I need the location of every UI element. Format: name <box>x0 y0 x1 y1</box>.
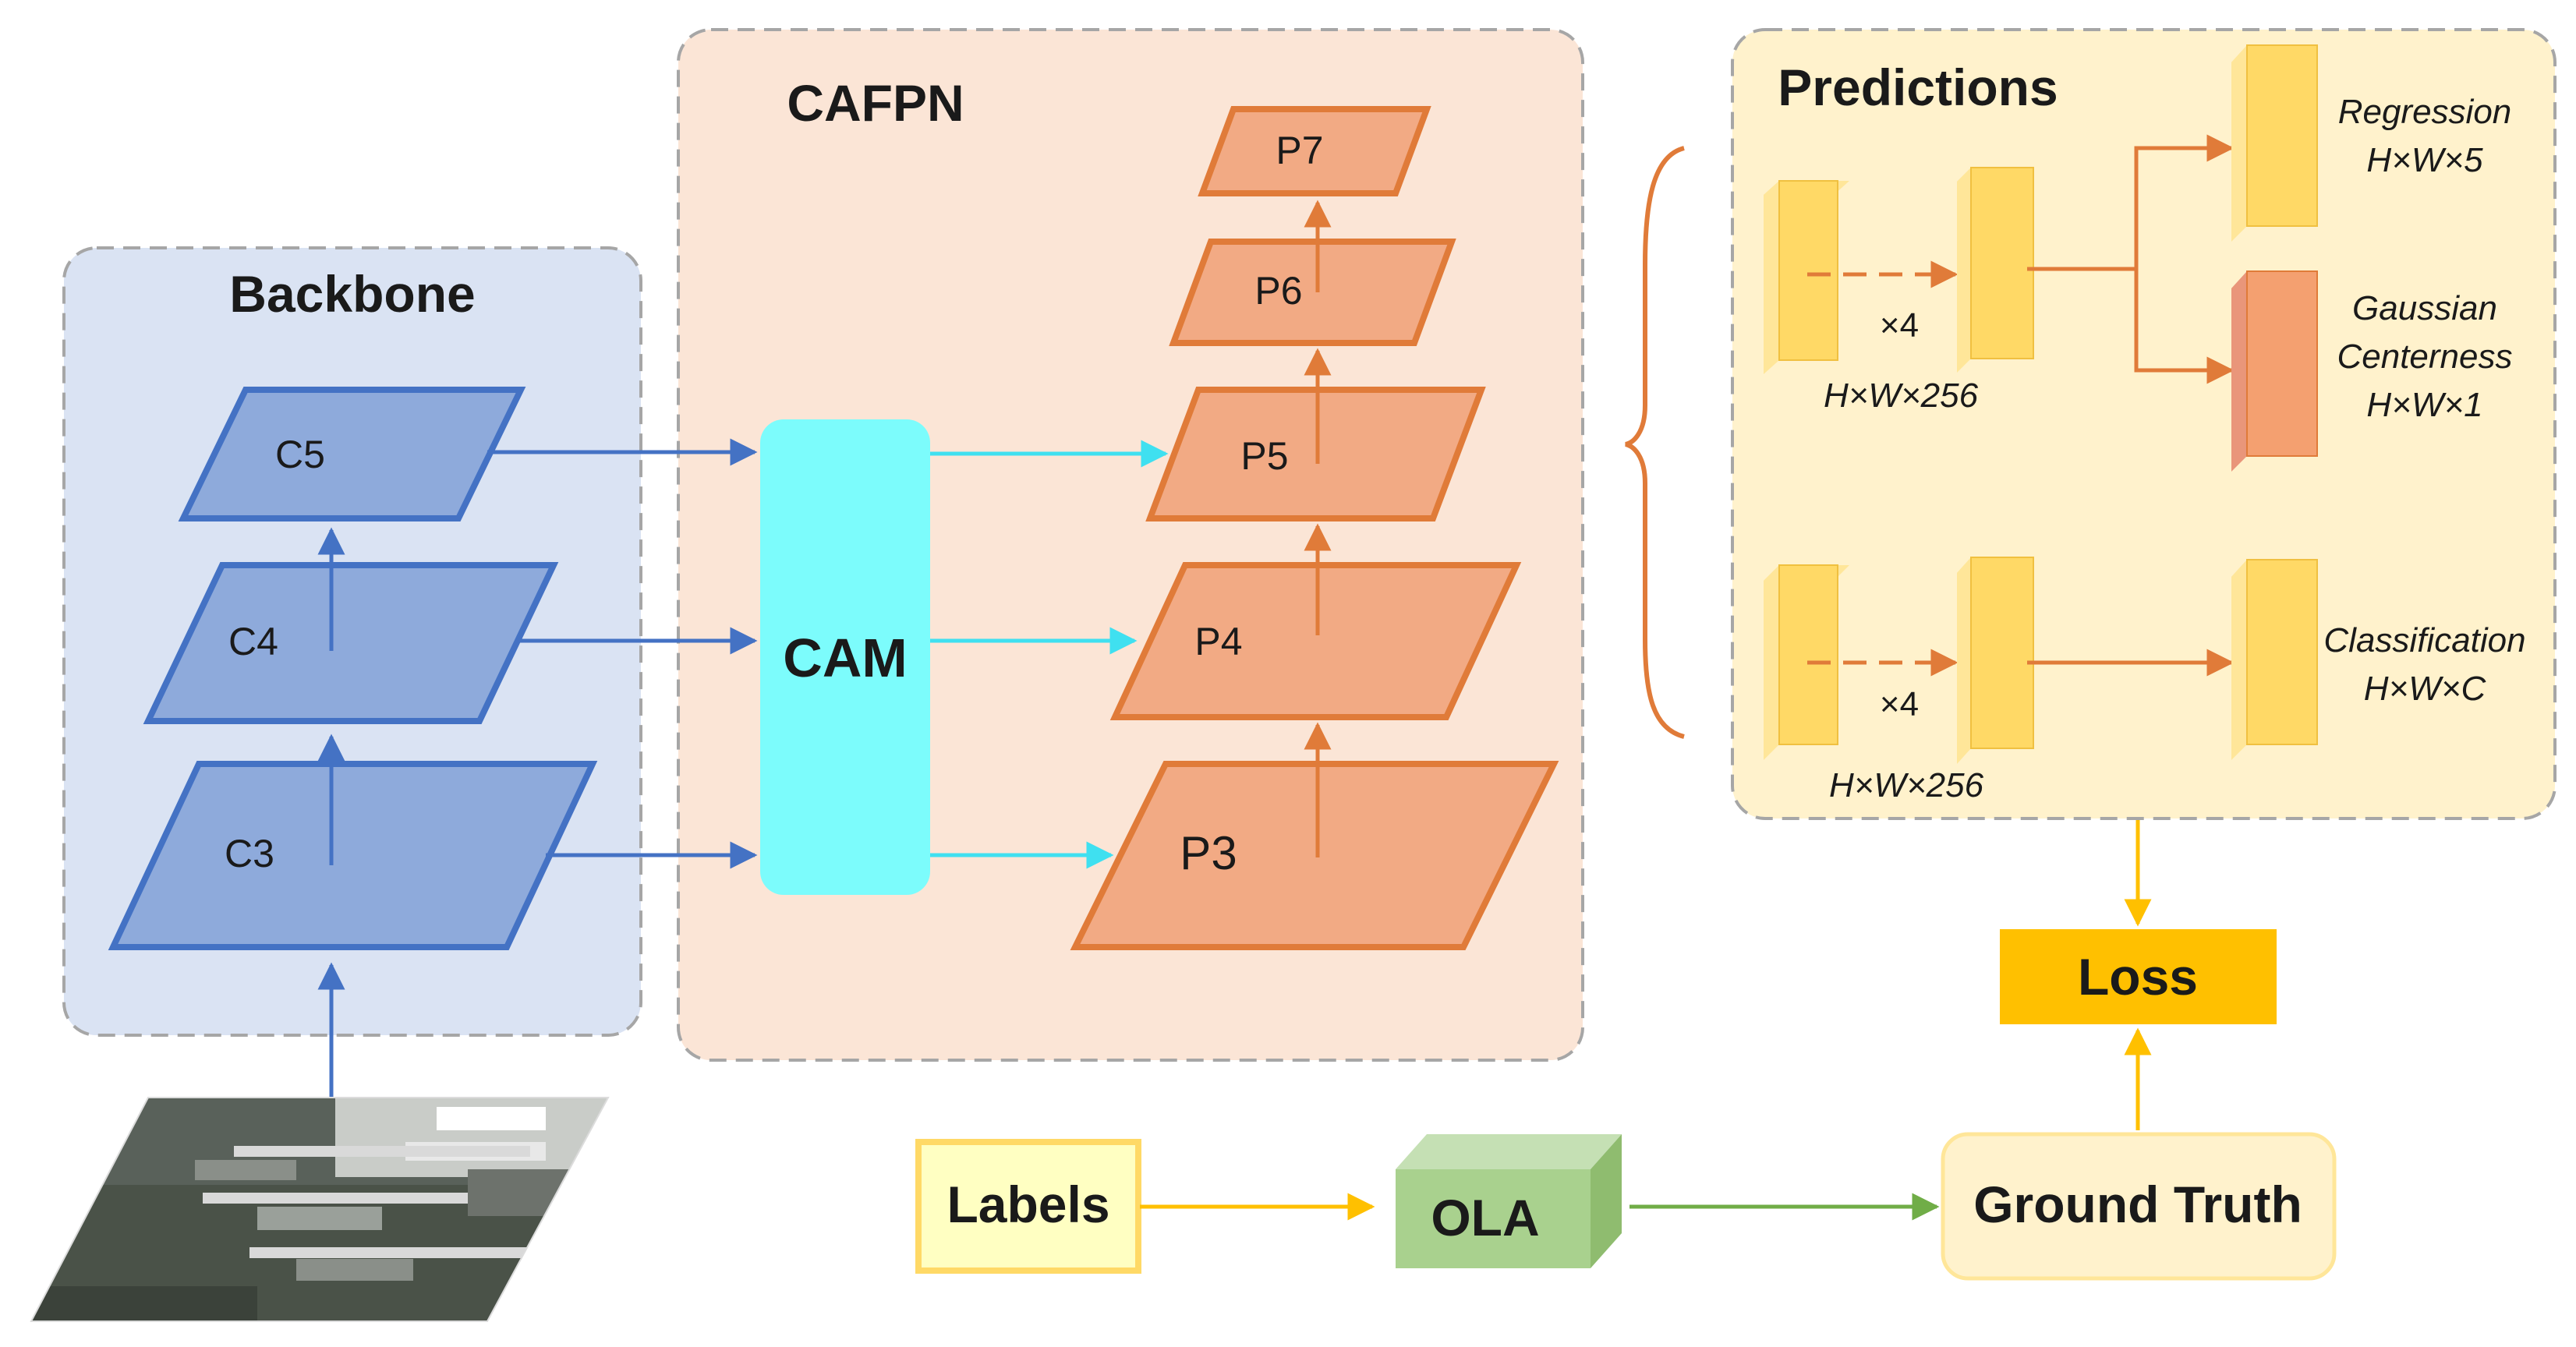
feature-c5: C5 <box>178 387 526 521</box>
cafpn-title: CAFPN <box>787 74 964 132</box>
loss-label: Loss <box>2078 948 2198 1006</box>
classification-output-block <box>2231 559 2318 760</box>
to-regression-arrow <box>2027 134 2235 271</box>
feature-p6: P6 <box>1169 239 1456 346</box>
labels-box: Labels <box>915 1139 1141 1274</box>
centerness-output-block <box>2231 270 2318 472</box>
top-repeat-label: ×4 <box>1880 306 1919 345</box>
regression-label: Regression <box>2338 93 2512 131</box>
centerness-label-1: Gaussian <box>2352 289 2497 327</box>
cam-module: CAM <box>760 419 930 895</box>
feature-p7: P7 <box>1198 106 1431 196</box>
centerness-label-2: Centerness <box>2337 338 2512 376</box>
classification-label: Classification <box>2323 621 2525 659</box>
labels-label: Labels <box>947 1176 1109 1233</box>
feature-p4: P4 <box>1109 562 1522 720</box>
top-feature-shape: H×W×256 <box>1824 377 1979 415</box>
bottom-repeat-label: ×4 <box>1880 685 1919 723</box>
centerness-shape: H×W×1 <box>2366 386 2482 424</box>
feature-bracket <box>1625 146 1685 739</box>
p6-label: P6 <box>1254 269 1302 313</box>
feature-c3: C3 <box>108 761 598 950</box>
predictions-title: Predictions <box>1778 58 2058 116</box>
ola-box: OLA <box>1396 1134 1622 1268</box>
backbone-title: Backbone <box>229 265 475 323</box>
satellite-image <box>30 1097 610 1322</box>
c5-label: C5 <box>275 433 325 476</box>
bottom-output-feature-block <box>1957 557 2034 764</box>
p7-label: P7 <box>1276 129 1323 172</box>
c4-label: C4 <box>228 620 278 663</box>
top-input-feature-block <box>1764 180 1849 374</box>
ground-truth-label: Ground Truth <box>1973 1176 2302 1233</box>
bottom-input-feature-block <box>1764 564 1849 760</box>
p5-label: P5 <box>1240 434 1288 478</box>
top-output-feature-block <box>1957 167 2034 373</box>
p3-label: P3 <box>1180 827 1237 879</box>
predictions-panel: Predictions ×4 H×W×256 Regression H×W×5 <box>1731 28 2557 820</box>
ground-truth-box: Ground Truth <box>1941 1132 2337 1281</box>
backbone-panel: Backbone C5 C4 C3 <box>62 246 642 1099</box>
cafpn-panel: CAFPN CAM P7 P6 P5 P4 P3 <box>677 28 1584 1062</box>
ola-label: OLA <box>1431 1189 1539 1246</box>
to-centerness-arrow <box>2134 269 2235 384</box>
feature-p3: P3 <box>1070 761 1559 950</box>
loss-box: Loss <box>2000 929 2277 1024</box>
regression-shape: H×W×5 <box>2366 141 2483 179</box>
cam-label: CAM <box>783 628 907 688</box>
feature-c4: C4 <box>143 562 559 724</box>
classification-shape: H×W×C <box>2364 670 2487 708</box>
regression-output-block <box>2231 44 2318 242</box>
c3-label: C3 <box>225 832 274 875</box>
p4-label: P4 <box>1194 620 1242 663</box>
bottom-feature-shape: H×W×256 <box>1829 766 1984 804</box>
